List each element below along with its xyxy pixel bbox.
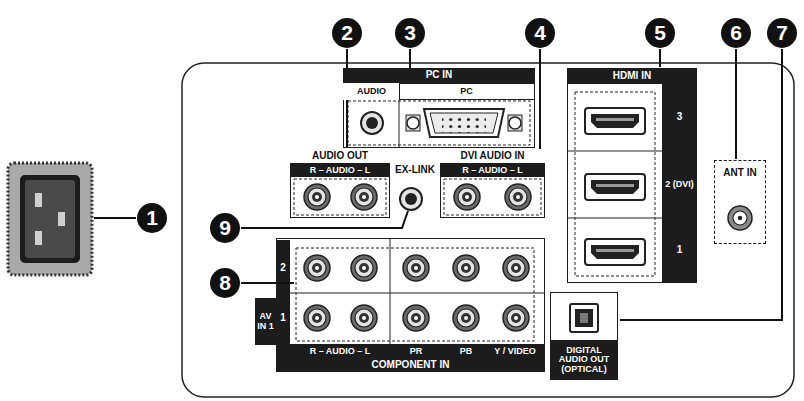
power-socket [8, 163, 92, 275]
callout-number: 6 [721, 18, 751, 48]
optical-group: DIGITAL AUDIO OUT (OPTICAL) [550, 292, 618, 380]
input-group: DVI AUDIO INR – AUDIO – L [440, 150, 545, 218]
rca-jack [351, 255, 377, 281]
callout-number: 4 [525, 18, 555, 48]
rca-jack [454, 184, 480, 210]
callout-number: 2 [332, 18, 362, 48]
signal-name: Y / VIDEO [486, 345, 544, 358]
header-cell: AUDIO [343, 83, 400, 100]
signal-name: PB [450, 345, 482, 358]
hdmi-port [585, 108, 645, 134]
callout-number: 9 [210, 213, 240, 243]
callout-number: 3 [395, 18, 425, 48]
port-number: 3 [662, 84, 697, 151]
box-heading: DVI AUDIO IN [440, 150, 545, 164]
optical-port [570, 304, 598, 332]
header-cell: PC [399, 83, 535, 100]
box-heading: AUDIO OUT [290, 150, 390, 164]
port-number: 1 [662, 218, 697, 283]
signal-name: PR [400, 345, 432, 358]
port-frame [348, 101, 530, 145]
rca-jack [403, 255, 429, 281]
hdmi-group: 32 (DVI)1 HDMI IN [567, 68, 697, 283]
rca-jack [453, 305, 479, 331]
callout-number: 7 [767, 18, 797, 48]
box-heading: AV IN 1 [255, 298, 276, 345]
rca-jack [503, 305, 529, 331]
callout-number: 5 [645, 18, 675, 48]
rca-jack [304, 305, 330, 331]
output-group: AUDIO OUTR – AUDIO – L [290, 150, 390, 218]
rca-jack [304, 184, 330, 210]
box-heading: 2 (DVI) [662, 151, 697, 218]
rca-jack [351, 305, 377, 331]
callout-number: 8 [210, 268, 240, 298]
signal-name: R – AUDIO – L [290, 164, 390, 177]
port-number: 2 (DVI) [662, 151, 697, 218]
row-number: 2 [277, 255, 289, 281]
row-number: 1 [277, 305, 289, 331]
hdmi-port [585, 239, 645, 265]
antenna-port [728, 206, 752, 230]
hdmi-port [585, 174, 645, 200]
ex-link-jack [400, 188, 422, 210]
callout-number: 1 [137, 203, 167, 233]
antenna-group: ANT IN [714, 160, 766, 244]
rca-jack [453, 255, 479, 281]
box-heading: ANT IN [716, 166, 764, 181]
signal-name: R – AUDIO – L [440, 164, 545, 177]
box-heading: DIGITAL AUDIO OUT (OPTICAL) [550, 340, 618, 380]
box-heading: AUDIO [343, 83, 400, 100]
vga-port [406, 109, 522, 137]
box-heading: 1 [662, 218, 697, 283]
box-heading: HDMI IN [567, 68, 697, 84]
rca-jack [503, 255, 529, 281]
rca-jack [403, 305, 429, 331]
panel-outline [182, 63, 794, 397]
box-heading: 3 [662, 84, 697, 151]
audio-jack [361, 112, 383, 134]
input-group: AUDIOPCPC IN [343, 68, 535, 148]
signal-name: R – AUDIO – L [291, 345, 389, 358]
rca-jack [351, 184, 377, 210]
av-band: AV IN 1 [255, 298, 276, 345]
box-heading: COMPONENT IN [276, 358, 545, 372]
rca-jack [304, 255, 330, 281]
box-heading: PC [400, 84, 533, 99]
leader-lines [94, 49, 782, 320]
port-name: EX-LINK [390, 163, 440, 177]
rca-jack [505, 184, 531, 210]
box-heading: PC IN [343, 68, 535, 83]
